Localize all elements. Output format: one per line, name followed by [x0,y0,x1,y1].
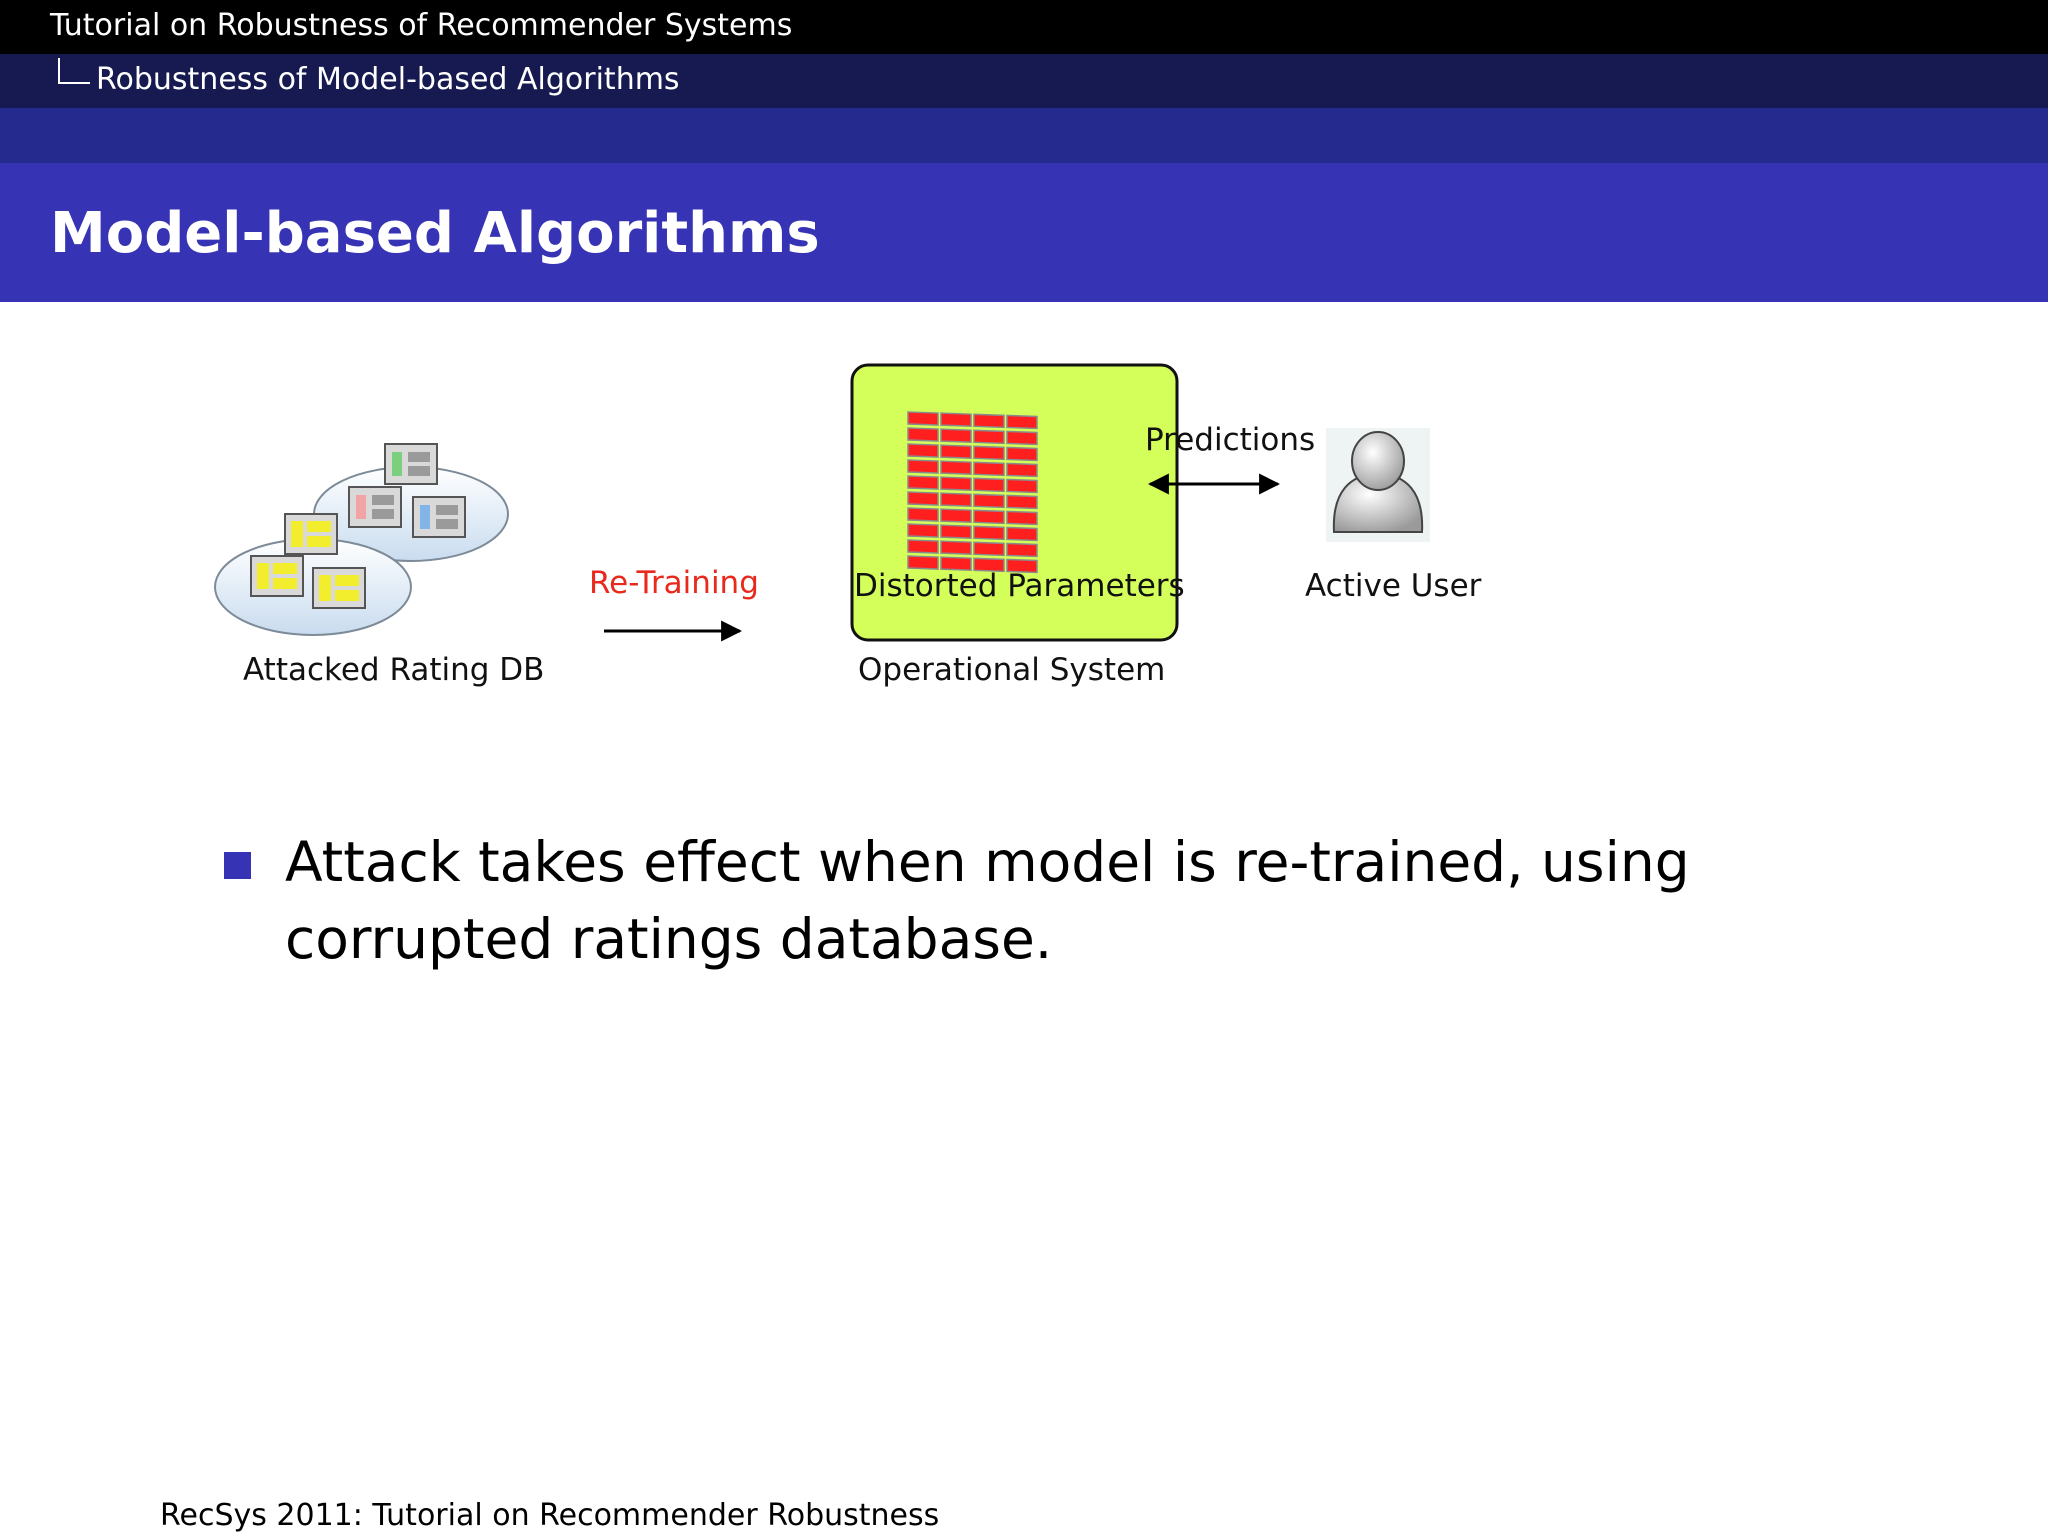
presentation-title: Tutorial on Robustness of Recommender Sy… [50,8,793,43]
slide-title: Model-based Algorithms [50,201,820,266]
database-cluster-icon [214,443,509,636]
slide-footer: RecSys 2011: Tutorial on Recommender Rob… [160,1498,940,1533]
slide-title-bar: Model-based Algorithms [0,163,2048,302]
header-presentation-bar: Tutorial on Robustness of Recommender Sy… [0,0,2048,54]
retraining-label: Re-Training [589,565,759,601]
bullet-square-icon [224,852,251,879]
diagram-graphics [214,363,1430,642]
tree-corner-icon [58,58,90,84]
section-title: Robustness of Model-based Algorithms [96,62,680,97]
bullet-text: Attack takes effect when model is re-tra… [285,830,1690,971]
db-label: Attacked Rating DB [243,652,545,688]
parameter-grid-icon [907,411,1038,574]
user-label: Active User [1305,568,1482,604]
header-section-bar: Robustness of Model-based Algorithms [0,54,2048,108]
header-spacer-bar [0,108,2048,163]
user-avatar-icon [1326,428,1430,542]
system-diagram: Attacked Rating DB Re-Training Distorted… [0,302,2048,722]
predictions-label: Predictions [1145,422,1316,458]
parameters-label: Distorted Parameters [854,568,1185,604]
system-label: Operational System [858,652,1166,688]
